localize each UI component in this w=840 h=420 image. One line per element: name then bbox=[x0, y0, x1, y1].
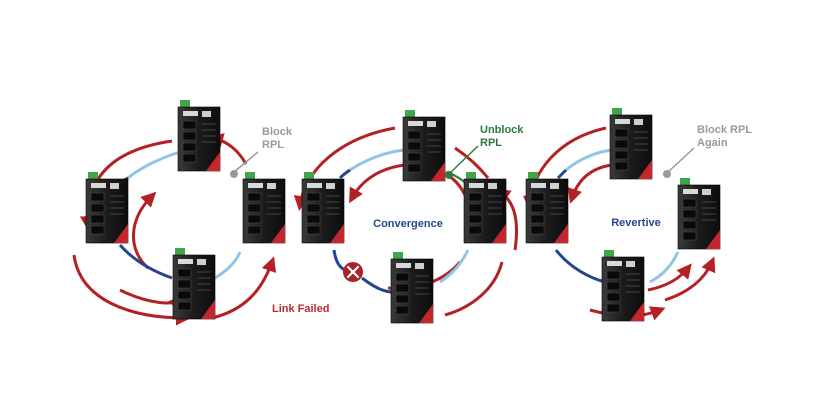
panel-revertive: Block RPL Again Revertive bbox=[523, 107, 752, 322]
convergence-label: Convergence bbox=[373, 218, 443, 230]
ring-arrow-outer-bottom-left bbox=[72, 254, 191, 326]
callout-line bbox=[233, 151, 259, 173]
block-rpl-label-line1: Block bbox=[262, 126, 293, 138]
ring-arrow-inner-top bbox=[349, 163, 406, 204]
ring-link-light-right bbox=[439, 249, 470, 284]
ring-link-blue-bottom bbox=[118, 244, 173, 280]
x-icon bbox=[346, 265, 360, 279]
ring-link-blue-bottom bbox=[554, 249, 606, 284]
ring-arrow-outer-top-right bbox=[454, 146, 490, 179]
panel-block-rpl: Block RPL bbox=[72, 99, 293, 326]
block-rpl-label-line2: RPL bbox=[262, 139, 284, 151]
ring-arrow-outer-bottom-right bbox=[664, 256, 716, 302]
link-failed-label: Link Failed bbox=[272, 303, 329, 315]
switch-top bbox=[609, 107, 653, 180]
rpl-block-dot bbox=[230, 170, 238, 178]
ring-link-blue-top bbox=[338, 168, 351, 180]
revertive-label: Revertive bbox=[611, 217, 661, 229]
ring-link-blue-failed bbox=[361, 276, 393, 294]
ring-link-blue-top bbox=[556, 168, 568, 180]
ring-arrow-inner-left bbox=[132, 191, 157, 270]
ring-arrow-outer-bottom-right bbox=[211, 256, 277, 320]
callout-line bbox=[667, 147, 695, 173]
switch-left bbox=[301, 171, 345, 244]
switch-right bbox=[463, 171, 507, 244]
rpl-block-dot bbox=[663, 170, 671, 178]
link-failed-marker bbox=[343, 262, 363, 282]
unblock-callout-line bbox=[448, 145, 479, 175]
switch-top bbox=[177, 99, 221, 172]
switch-bottom bbox=[390, 251, 434, 324]
switch-left bbox=[85, 171, 129, 244]
switch-top bbox=[402, 109, 446, 182]
ring-link-light-top bbox=[349, 148, 406, 172]
block-rpl-again-label-line1: Block RPL bbox=[697, 124, 752, 136]
ring-arrow-inner-top bbox=[567, 163, 613, 204]
ring-link-light-right bbox=[214, 251, 242, 280]
unblock-rpl-label-line1: Unblock bbox=[480, 124, 524, 136]
switch-bottom bbox=[601, 249, 645, 322]
switch-left bbox=[525, 171, 569, 244]
block-rpl-again-label-line2: Again bbox=[697, 137, 728, 149]
ring-link-light-top bbox=[565, 148, 613, 172]
switch-right bbox=[677, 177, 721, 250]
switch-right bbox=[242, 171, 286, 244]
unblock-rpl-label-line2: RPL bbox=[480, 137, 502, 149]
ring-arrow-inner-bottom bbox=[119, 288, 185, 312]
switch-bottom bbox=[172, 247, 216, 320]
panel-convergence: Unblock RPL Convergence Link Failed bbox=[272, 109, 524, 324]
ring-link-light-right bbox=[649, 251, 680, 284]
ring-link-light bbox=[127, 150, 181, 180]
ring-arrow-outer-right bbox=[444, 261, 504, 317]
rpl-unblock-dot bbox=[445, 171, 453, 179]
ring-arrow-inner-bottom bbox=[647, 263, 692, 292]
